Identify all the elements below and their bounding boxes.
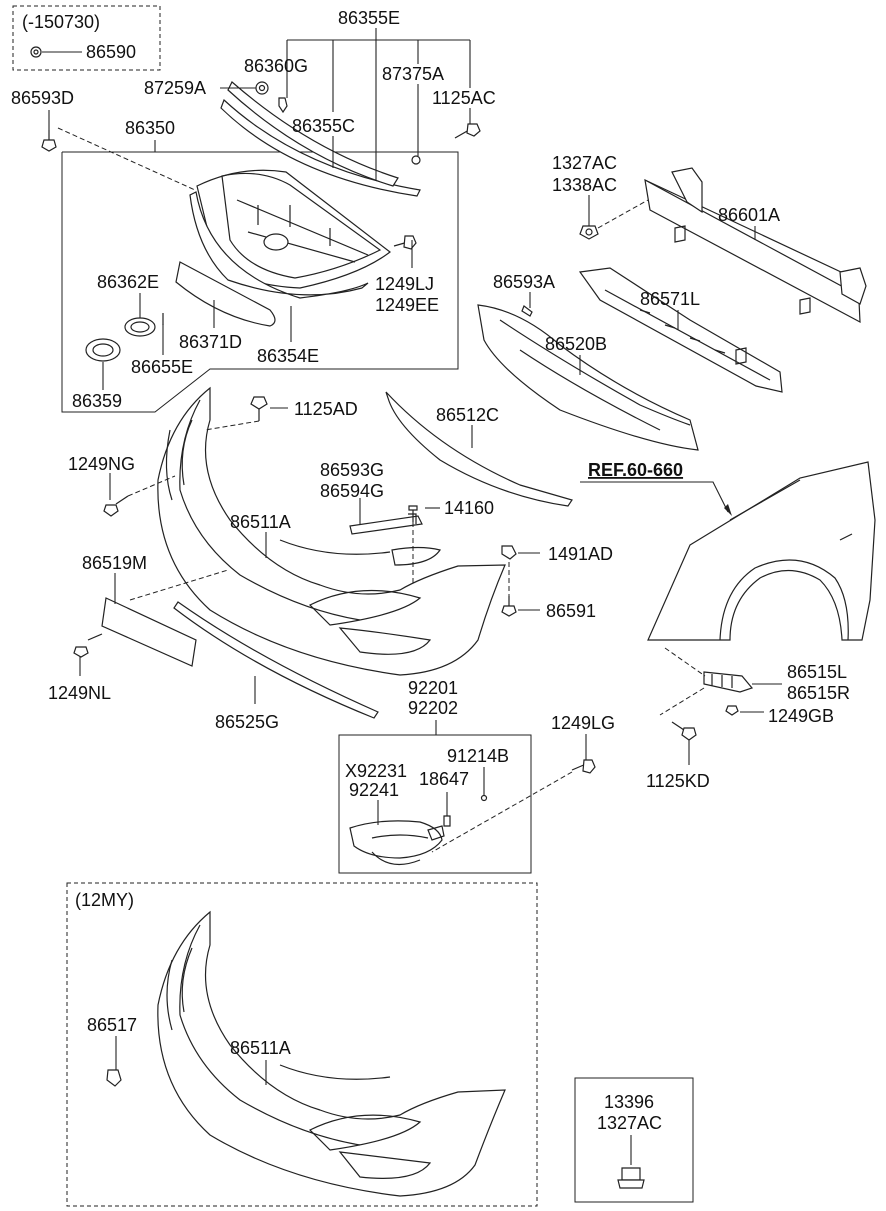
- absorber-86520b-part: [477, 304, 699, 451]
- label-86362e: 86362E: [97, 272, 159, 292]
- absorber-86571l-part: [578, 267, 783, 393]
- label-1249lg: 1249LG: [551, 713, 615, 733]
- molding-86355e-part: [227, 81, 399, 187]
- grille-assembly-box: [61, 151, 459, 413]
- lip-86512c-part: [385, 391, 573, 507]
- label-1249ng: 1249NG: [68, 454, 135, 474]
- bumper-cover-12my-part: [157, 910, 506, 1197]
- label-86359: 86359: [72, 391, 122, 411]
- screw-1125ac-icon: [454, 123, 481, 139]
- clip-86593a-icon: [521, 305, 533, 317]
- label-1327ac-box: 1327AC: [597, 1113, 662, 1133]
- label-86511a-bottom: 86511A: [230, 1038, 291, 1058]
- label-150730: (-150730): [22, 12, 100, 32]
- label-1249ee: 1249EE: [375, 295, 439, 315]
- screw-86591-icon: [501, 596, 517, 617]
- label-86519m: 86519M: [82, 553, 147, 573]
- label-86655e: 86655E: [131, 357, 193, 377]
- fog-lamp-part: [349, 820, 445, 866]
- label-1491ad: 1491AD: [548, 544, 613, 564]
- bolt-1125ad-icon: [250, 396, 268, 421]
- fog-lamp-box: [338, 734, 532, 874]
- label-x92231: X92231: [345, 761, 407, 781]
- label-86515l: 86515L: [787, 662, 847, 682]
- label-1125ad: 1125AD: [294, 399, 358, 419]
- label-86512c: 86512C: [436, 405, 499, 425]
- molding-86371d-part: [175, 261, 276, 327]
- cap-86517-icon: [106, 1069, 122, 1087]
- label-86350: 86350: [125, 118, 175, 138]
- emblem-86359-part: [85, 338, 121, 362]
- label-87375a: 87375A: [382, 64, 444, 84]
- label-92241: 92241: [349, 780, 399, 800]
- label-86517: 86517: [87, 1015, 137, 1035]
- molding-86355c-part: [220, 98, 421, 197]
- clip-87259a-icon: [255, 81, 269, 95]
- label-87259a: 87259A: [144, 78, 206, 98]
- label-1249gb: 1249GB: [768, 706, 834, 726]
- label-86593g: 86593G: [320, 460, 384, 480]
- label-86355e: 86355E: [338, 8, 400, 28]
- ring-87375a-icon: [411, 155, 421, 165]
- clip-1491ad-icon: [501, 545, 517, 560]
- label-18647: 18647: [419, 769, 469, 789]
- bulb-18647-icon: [443, 815, 451, 827]
- label-86360g: 86360G: [244, 56, 308, 76]
- label-86591: 86591: [546, 601, 596, 621]
- label-86511a-top: 86511A: [230, 512, 291, 532]
- label-86601a: 86601A: [718, 205, 780, 225]
- label-92202: 92202: [408, 698, 458, 718]
- label-1249lj: 1249LJ: [375, 274, 434, 294]
- nut-13396-icon: [617, 1167, 645, 1189]
- strip-86525g-part: [173, 601, 379, 719]
- bolt-1249gb-icon: [725, 705, 739, 716]
- label-86354e: 86354E: [257, 346, 319, 366]
- screw-1249nl-icon: [73, 633, 103, 658]
- label-86594g: 86594G: [320, 481, 384, 501]
- label-92201: 92201: [408, 678, 458, 698]
- label-13396: 13396: [604, 1092, 654, 1112]
- plate-86519m-part: [101, 597, 197, 667]
- bolt-1125kd-icon: [671, 721, 697, 741]
- bolt-1249lj-icon: [393, 235, 417, 250]
- bracket-86593g-part: [349, 513, 423, 535]
- clip-86360g-icon: [278, 97, 288, 114]
- label-ref-60-660: REF.60-660: [588, 460, 683, 480]
- variant-box-12my: [66, 882, 538, 1207]
- label-91214b: 91214B: [447, 746, 509, 766]
- label-86593d: 86593D: [11, 88, 74, 108]
- fender-ref-part: [647, 461, 876, 641]
- bolt-86593d-icon: [41, 130, 57, 152]
- label-86571l: 86571L: [640, 289, 700, 309]
- emblem-86362e-part: [124, 317, 156, 337]
- beam-86601a-part: [644, 167, 867, 324]
- label-14160: 14160: [444, 498, 494, 518]
- screw-14160-icon: [408, 505, 418, 522]
- plug-91214b-icon: [480, 794, 488, 802]
- label-1338ac: 1338AC: [552, 175, 617, 195]
- label-86520b: 86520B: [545, 334, 607, 354]
- label-86525g: 86525G: [215, 712, 279, 732]
- label-12my: (12MY): [75, 890, 134, 910]
- bracket-86515-part: [703, 671, 754, 693]
- label-86590: 86590: [86, 42, 136, 62]
- screw-1249lg-icon: [571, 759, 596, 774]
- variant-box-150730: [12, 5, 161, 71]
- label-1125kd: 1125KD: [646, 771, 710, 791]
- label-1327ac-top: 1327AC: [552, 153, 617, 173]
- nut-86590-icon: [30, 46, 42, 58]
- bumper-cover-86511a-part: [157, 386, 506, 676]
- label-1125ac: 1125AC: [432, 88, 496, 108]
- label-86371d: 86371D: [179, 332, 242, 352]
- label-86355c: 86355C: [292, 116, 355, 136]
- nut-1327ac-icon: [579, 225, 599, 240]
- nut-box: [574, 1077, 694, 1203]
- molding-86354e-part: [189, 191, 369, 299]
- screw-1249ng-icon: [103, 495, 129, 517]
- label-86593a: 86593A: [493, 272, 555, 292]
- label-1249nl: 1249NL: [48, 683, 111, 703]
- label-86515r: 86515R: [787, 683, 850, 703]
